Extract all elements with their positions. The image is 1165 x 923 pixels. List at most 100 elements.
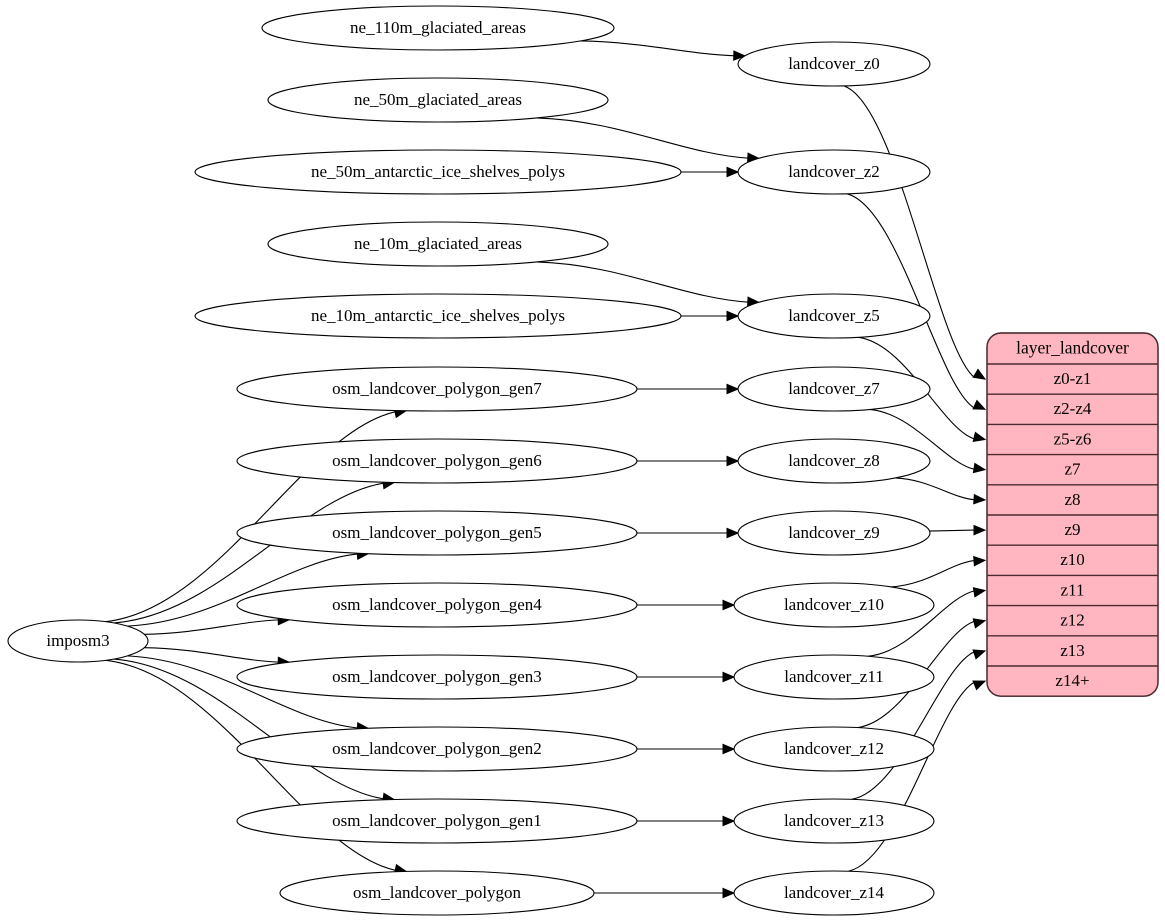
natural-earth-node-ellipse[interactable] <box>194 293 682 339</box>
natural-earth-node-ellipse[interactable] <box>267 77 609 123</box>
node-lz13[interactable]: landcover_z13 <box>733 798 935 844</box>
node-label: landcover_z9 <box>788 523 880 542</box>
node-lz2[interactable]: landcover_z2 <box>737 149 931 195</box>
landcover-node-ellipse[interactable] <box>737 293 931 339</box>
landcover-node-ellipse[interactable] <box>733 654 935 700</box>
table-row[interactable]: z8 <box>987 485 1158 515</box>
node-gen1[interactable]: osm_landcover_polygon_gen1 <box>236 798 638 844</box>
landcover-node-ellipse[interactable] <box>733 582 935 628</box>
edge-lz10-to-row6 <box>890 559 976 588</box>
table-row-label: z14+ <box>1055 671 1089 690</box>
landcover-node-ellipse[interactable] <box>733 798 935 844</box>
node-label: ne_50m_antarctic_ice_shelves_polys <box>311 162 565 181</box>
node-label: osm_landcover_polygon_gen6 <box>332 451 542 470</box>
node-ne50ga[interactable]: ne_50m_glaciated_areas <box>267 77 609 123</box>
edge-arrowhead <box>972 649 987 660</box>
landcover-node-ellipse[interactable] <box>733 870 935 916</box>
edge-lz14-to-row10 <box>848 681 976 872</box>
node-label: osm_landcover_polygon_gen4 <box>332 595 542 614</box>
table-row[interactable]: z11 <box>987 575 1158 605</box>
table-row[interactable]: z0-z1 <box>987 364 1158 394</box>
node-gen3[interactable]: osm_landcover_polygon_gen3 <box>236 654 638 700</box>
table-row-label: z11 <box>1061 580 1085 599</box>
node-label: landcover_z7 <box>788 379 880 398</box>
node-label: landcover_z0 <box>788 54 880 73</box>
edge-arrowhead <box>973 555 987 567</box>
osm-table-node-ellipse[interactable] <box>236 654 638 700</box>
osm-table-node-ellipse[interactable] <box>279 870 595 916</box>
node-gen7[interactable]: osm_landcover_polygon_gen7 <box>236 366 638 412</box>
osm-table-node-ellipse[interactable] <box>236 798 638 844</box>
landcover-node-ellipse[interactable] <box>737 149 931 195</box>
edge-arrowhead <box>973 524 987 536</box>
node-ne110ga[interactable]: ne_110m_glaciated_areas <box>261 5 615 51</box>
table-row-label: z13 <box>1060 641 1085 660</box>
table-row-label: z0-z1 <box>1054 369 1092 388</box>
natural-earth-node-ellipse[interactable] <box>194 149 682 195</box>
node-ne10ga[interactable]: ne_10m_glaciated_areas <box>267 221 609 267</box>
landcover-node-ellipse[interactable] <box>737 366 931 412</box>
node-label: landcover_z13 <box>784 811 884 830</box>
landcover-node-ellipse[interactable] <box>737 41 931 87</box>
node-label: landcover_z2 <box>788 162 880 181</box>
edge-arrowhead <box>726 527 740 539</box>
node-lz14[interactable]: landcover_z14 <box>733 870 935 916</box>
edge-arrowhead <box>722 671 736 683</box>
node-gen2[interactable]: osm_landcover_polygon_gen2 <box>236 726 638 772</box>
edge-lz9-to-row5 <box>929 529 975 532</box>
table-row[interactable]: z14+ <box>987 666 1158 696</box>
source-node-ellipse[interactable] <box>7 619 149 663</box>
osm-table-node-ellipse[interactable] <box>236 438 638 484</box>
edge-imposm3-to-gen4 <box>144 619 280 635</box>
natural-earth-node-ellipse[interactable] <box>261 5 615 51</box>
table-header-label: layer_landcover <box>1016 338 1129 358</box>
edge-lz11-to-row7 <box>867 590 976 657</box>
node-label: ne_50m_glaciated_areas <box>354 90 522 109</box>
table-row[interactable]: z12 <box>987 606 1158 636</box>
node-gen4[interactable]: osm_landcover_polygon_gen4 <box>236 582 638 628</box>
landcover-node-ellipse[interactable] <box>737 438 931 484</box>
osm-table-node-ellipse[interactable] <box>236 726 638 772</box>
edge-lz2-to-row1 <box>846 193 976 409</box>
node-gen0[interactable]: osm_landcover_polygon <box>279 870 595 916</box>
node-gen5[interactable]: osm_landcover_polygon_gen5 <box>236 510 638 556</box>
natural-earth-node-ellipse[interactable] <box>267 221 609 267</box>
edge-arrowhead <box>972 399 987 410</box>
node-lz11[interactable]: landcover_z11 <box>733 654 935 700</box>
node-lz9[interactable]: landcover_z9 <box>737 510 931 556</box>
osm-table-node-ellipse[interactable] <box>236 366 638 412</box>
node-lz7[interactable]: landcover_z7 <box>737 366 931 412</box>
edge-arrowhead <box>972 587 987 598</box>
edge-ne50ga-to-lz2 <box>536 117 749 159</box>
landcover-node-ellipse[interactable] <box>737 510 931 556</box>
table-row[interactable]: z9 <box>987 515 1158 545</box>
node-lz5[interactable]: landcover_z5 <box>737 293 931 339</box>
node-label: landcover_z5 <box>788 306 880 325</box>
node-lz0[interactable]: landcover_z0 <box>737 41 931 87</box>
node-lz8[interactable]: landcover_z8 <box>737 438 931 484</box>
edge-arrowhead <box>972 368 987 380</box>
landcover-node-ellipse[interactable] <box>733 726 935 772</box>
node-label: ne_10m_glaciated_areas <box>354 234 522 253</box>
table-row-label: z7 <box>1064 460 1081 479</box>
table-row-label: z8 <box>1064 490 1080 509</box>
table-row[interactable]: z10 <box>987 545 1158 575</box>
node-gen6[interactable]: osm_landcover_polygon_gen6 <box>236 438 638 484</box>
table-row[interactable]: z2-z4 <box>987 394 1158 424</box>
node-ne10aisp[interactable]: ne_10m_antarctic_ice_shelves_polys <box>194 293 682 339</box>
table-row[interactable]: z13 <box>987 636 1158 666</box>
osm-table-node-ellipse[interactable] <box>236 582 638 628</box>
node-lz12[interactable]: landcover_z12 <box>733 726 935 772</box>
edge-arrowhead <box>972 462 987 474</box>
node-lz10[interactable]: landcover_z10 <box>733 582 935 628</box>
node-imposm3[interactable]: imposm3 <box>7 619 149 663</box>
osm-table-node-ellipse[interactable] <box>236 510 638 556</box>
edge-arrowhead <box>726 166 740 178</box>
edge-lz13-to-row9 <box>851 650 976 800</box>
table-row[interactable]: z7 <box>987 455 1158 485</box>
table-row[interactable]: z5-z6 <box>987 424 1158 454</box>
node-ne50aisp[interactable]: ne_50m_antarctic_ice_shelves_polys <box>194 149 682 195</box>
node-label: imposm3 <box>46 631 109 650</box>
